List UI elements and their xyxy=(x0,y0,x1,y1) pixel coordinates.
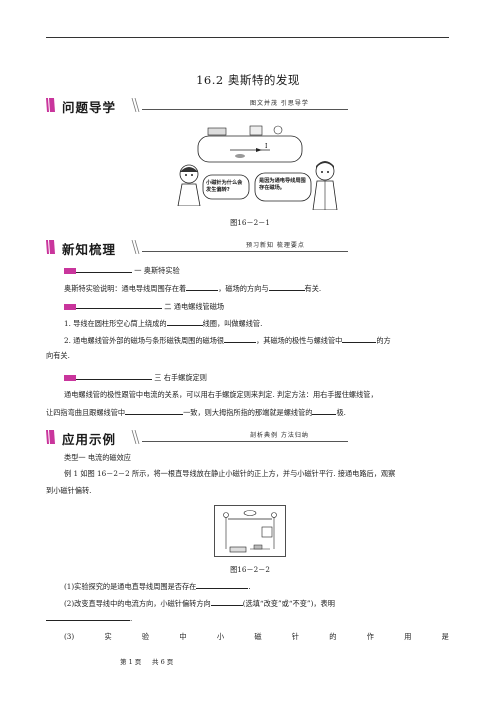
text-fragment: ，其磁场的极性与螺线管中 xyxy=(256,336,343,345)
oersted-apparatus-figure: I xyxy=(197,125,303,163)
knowledge-3-text-2: 让四指弯曲且跟螺线管中 一致，则大拇指所指的那端就是螺线管的 极. xyxy=(46,407,346,418)
question-1: (1)实验探究的是通电直导线周围是否存在. xyxy=(64,581,251,592)
example-1-line-1: 例 1 如图 16－2－2 所示，将一根直导线放在静止小磁针的正上方，并与小磁针… xyxy=(64,469,396,478)
question-2: (2)改变直导线中的电流方向，小磁针偏转方向 (选填“改变”或“不变”)，表明 xyxy=(64,598,335,609)
section-header-2: 新知梳理 预习新知 梳理要点 xyxy=(46,239,450,257)
text-fragment: 2. 通电螺线管外部的磁场与条形磁铁周围的磁场很 xyxy=(64,336,225,345)
answer-blank[interactable] xyxy=(224,335,257,343)
text-fragment: 奥斯特实验说明：通电导线周围存在着 xyxy=(64,284,187,293)
question-3-char: 针 xyxy=(291,632,299,641)
answer-blank[interactable] xyxy=(196,581,249,589)
question-3-char: 中 xyxy=(179,632,187,641)
text-fragment: (2)改变直导线中的电流方向，小磁针偏转方向 xyxy=(64,599,211,608)
slash-mark-icon xyxy=(46,430,55,444)
text-fragment: 线圈，叫做螺线管. xyxy=(202,319,263,328)
text-fragment: . xyxy=(248,582,251,591)
example-type-label: 类型一 电流的磁效应 xyxy=(64,453,131,462)
question-3-char: 用 xyxy=(404,632,412,641)
answer-blank[interactable] xyxy=(166,318,203,326)
bubble-text-left: 小磁针为什么会发生偏转? xyxy=(206,180,243,193)
marker-tag xyxy=(64,268,76,274)
question-3-char: 验 xyxy=(141,632,150,641)
slash-divider-icon xyxy=(131,240,140,254)
figure-1-caption: 图16－2－1 xyxy=(230,218,270,227)
question-3-char: 磁 xyxy=(254,632,262,641)
knowledge-2-item-2-cont: 向有关. xyxy=(46,351,70,360)
knowledge-3-heading: 三 右手螺旋定则 xyxy=(64,372,207,383)
text-fragment: (1)实验探究的是通电直导线周围是否存在 xyxy=(64,582,197,591)
section-title-1: 问题导学 xyxy=(62,100,117,115)
text-fragment: . xyxy=(130,614,133,623)
answer-blank[interactable] xyxy=(210,598,243,606)
section-header-3: 应用示例 剖析典例 方法归纳 xyxy=(46,429,450,447)
knowledge-2-item-1: 1. 导线在圆柱形空心筒上绕成的 线圈，叫做螺线管. xyxy=(64,318,262,329)
slash-mark-icon xyxy=(46,98,55,112)
knowledge-2-heading: 二 通电螺线管磁场 xyxy=(64,301,224,312)
question-3-char: 作 xyxy=(366,632,374,641)
knowledge-3-label: 三 右手螺旋定则 xyxy=(154,373,207,382)
section-title-3: 应用示例 xyxy=(62,432,117,447)
knowledge-2-label: 二 通电螺线管磁场 xyxy=(164,302,225,311)
answer-blank[interactable] xyxy=(312,407,337,415)
straight-wire-experiment-figure xyxy=(214,505,286,557)
question-3: (3) 实 验 中 小 磁 针 的 作 用 是 xyxy=(64,632,449,642)
knowledge-1-label: 一 奥斯特实验 xyxy=(134,266,180,275)
question-3-char: 的 xyxy=(329,632,337,641)
text-fragment: ，磁场的方向与 xyxy=(218,284,269,293)
question-3-char: 实 xyxy=(104,632,112,641)
answer-blank[interactable] xyxy=(46,613,130,621)
answer-blank[interactable] xyxy=(268,283,305,291)
text-fragment: 一致，则大拇指所指的那端就是螺线管的 xyxy=(183,408,313,417)
section-subtitle-2: 预习新知 梳理要点 xyxy=(246,242,305,249)
text-fragment: 有关. xyxy=(304,284,322,293)
speech-bubble-left xyxy=(202,174,250,200)
question-3-char: (3) xyxy=(64,632,75,641)
figure-2-caption: 图16－2－2 xyxy=(230,565,270,574)
section-rule xyxy=(142,441,348,442)
section-subtitle-1: 图文并茂 引思导学 xyxy=(250,100,309,107)
section-rule xyxy=(142,109,348,110)
marker-tag xyxy=(64,375,76,381)
answer-blank[interactable] xyxy=(125,407,184,415)
blank-line xyxy=(76,301,162,309)
marker-tag xyxy=(64,304,76,310)
blank-line xyxy=(76,265,132,273)
slash-divider-icon xyxy=(131,98,140,112)
bubble-text-right: 是因为通电导线周围存在磁场。 xyxy=(259,178,306,191)
header-rule xyxy=(46,37,449,38)
example-1-line-2: 到小磁针偏转. xyxy=(46,486,92,495)
section-rule xyxy=(142,251,348,252)
question-3-char: 小 xyxy=(216,632,225,641)
knowledge-3-text-1: 通电螺线管的极性跟管中电流的关系，可以用右手螺旋定则来判定. 判定方法：用右手握… xyxy=(64,390,378,399)
knowledge-1-text: 奥斯特实验说明：通电导线周围存在着 ，磁场的方向与 有关. xyxy=(64,283,321,294)
section-title-2: 新知梳理 xyxy=(62,242,117,257)
answer-blank[interactable] xyxy=(186,283,219,291)
knowledge-2-item-2: 2. 通电螺线管外部的磁场与条形磁铁周围的磁场很 ，其磁场的极性与螺线管中 的方 xyxy=(64,335,391,346)
section-subtitle-3: 剖析典例 方法归纳 xyxy=(250,432,309,439)
student-cartoon-left xyxy=(177,164,201,206)
speech-bubble-right xyxy=(254,172,312,202)
footer-page-number: 第 1 页 xyxy=(120,658,142,666)
section-header-1: 问题导学 图文并茂 引思导学 xyxy=(46,97,450,115)
teacher-cartoon-right xyxy=(312,161,338,210)
answer-blank[interactable] xyxy=(342,335,377,343)
question-2-cont: . xyxy=(46,613,132,624)
question-3-char: 是 xyxy=(441,632,449,641)
blank-line xyxy=(76,372,152,380)
text-fragment: 的方 xyxy=(376,336,391,345)
page-title: 16.2 奥斯特的发现 xyxy=(196,73,300,87)
current-label: I xyxy=(265,143,268,150)
text-fragment: (选填“改变”或“不变”)，表明 xyxy=(242,599,335,608)
text-fragment: 让四指弯曲且跟螺线管中 xyxy=(46,408,126,417)
footer-total-pages: 共 6 页 xyxy=(152,658,174,666)
slash-mark-icon xyxy=(46,240,55,254)
knowledge-1-heading: 一 奥斯特实验 xyxy=(64,265,180,276)
text-fragment: 1. 导线在圆柱形空心筒上绕成的 xyxy=(64,319,167,328)
text-fragment: 极. xyxy=(336,408,346,417)
slash-divider-icon xyxy=(131,430,140,444)
